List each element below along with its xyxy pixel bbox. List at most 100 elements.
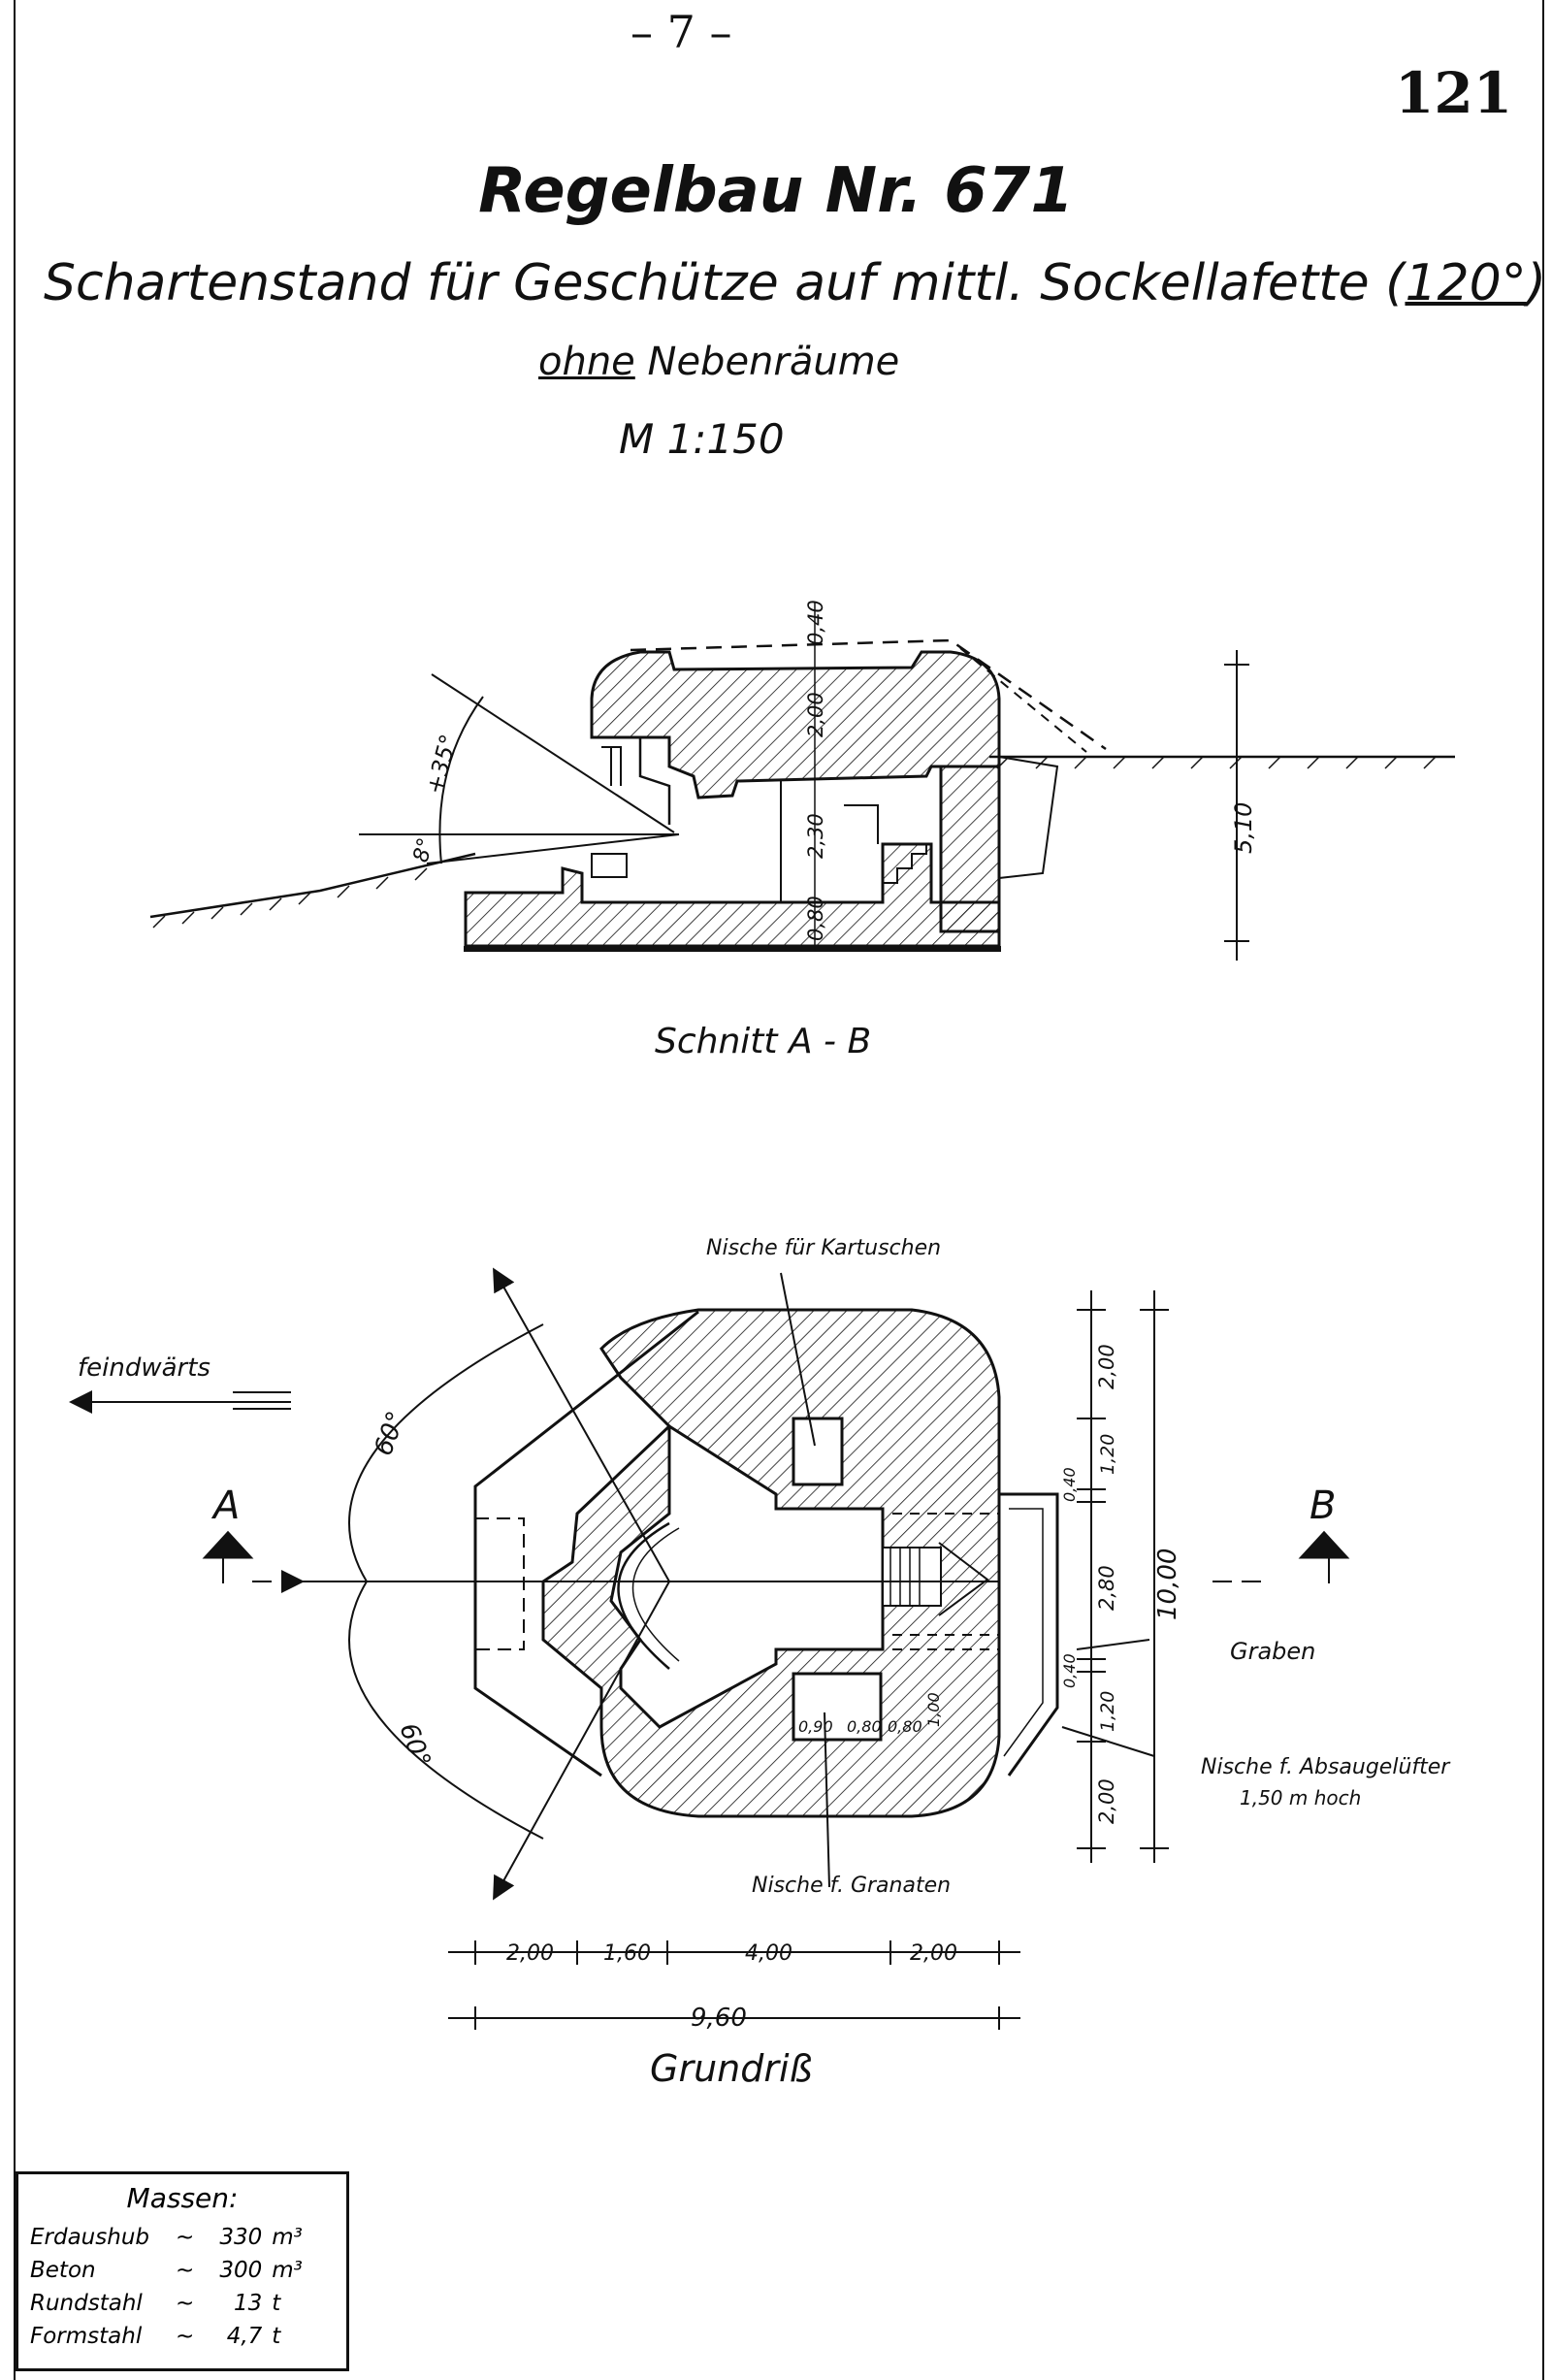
section-angle-down: 8° — [409, 835, 439, 865]
bunker-roof — [590, 650, 1001, 799]
plan-dim-right-6: 2,00 — [1095, 1778, 1118, 1824]
quantity-row: Rundstahl ~13 t — [30, 2291, 310, 2316]
quantity-name: Formstahl — [30, 2324, 143, 2349]
quantity-approx: ~ — [176, 2225, 195, 2250]
leader-cartridges — [780, 1272, 816, 1447]
sheet-border-left — [14, 0, 16, 2380]
elevation-arc — [438, 696, 484, 864]
page-number: – 7 – — [630, 6, 732, 58]
traverse-ray-up — [493, 1267, 670, 1582]
plan-dim-right-0: 2,00 — [1095, 1344, 1118, 1389]
section-dim-230: 2,30 — [804, 813, 827, 859]
quantity-name: Beton — [30, 2258, 96, 2283]
plan-dim-overall-width-label: 9,60 — [691, 2004, 747, 2033]
plan-stair — [882, 1547, 942, 1607]
quantities-title: Massen: — [126, 2182, 239, 2214]
marker-a-label: A — [210, 1483, 240, 1528]
marker-b-symbol — [1298, 1530, 1350, 1559]
section-dim-040: 0,40 — [804, 600, 827, 645]
niche-dim-1: 0,80 — [847, 1717, 882, 1736]
quantity-approx: ~ — [176, 2324, 195, 2349]
sheet-border-right — [1542, 0, 1544, 2380]
niche-grenades-label: Nische f. Granaten — [752, 1874, 951, 1898]
niche-grenades-box — [792, 1672, 883, 1742]
drawing-scale: M 1:150 — [619, 415, 785, 463]
section-dim-080: 0,80 — [804, 896, 827, 941]
niche-ventilator-label-1: Nische f. Absaugelüfter — [1201, 1755, 1451, 1779]
plan-caption: Grundriß — [650, 2047, 813, 2090]
plan-embrasure — [473, 1310, 699, 1777]
angle-upper-label: 60° — [369, 1408, 411, 1460]
plan-dim-right-3: 2,80 — [1095, 1565, 1118, 1611]
plan-dim-bottom-3: 2,00 — [910, 1941, 957, 1966]
quantity-value: 330 — [219, 2225, 263, 2250]
plan-dim-overall-width — [448, 2006, 1020, 2030]
quantity-row: Formstahl ~4,7 t — [30, 2324, 310, 2349]
quantity-unit: t — [272, 2291, 281, 2316]
section-dim-200: 2,00 — [804, 692, 827, 737]
quantity-name: Rundstahl — [30, 2291, 143, 2316]
plan-dim-chain-bottom — [448, 1940, 1020, 1965]
enemy-direction-label: feindwärts — [78, 1353, 210, 1383]
subtitle-2: ohne Nebenräume — [538, 340, 899, 384]
section-view — [149, 602, 1455, 961]
trench-label: Graben — [1230, 1638, 1315, 1665]
niche-dim-0: 0,90 — [798, 1717, 833, 1736]
bunker-floor — [464, 842, 1001, 948]
subtitle-2-underlined: ohne — [538, 340, 635, 384]
stair — [883, 844, 927, 884]
quantity-unit: m³ — [272, 2225, 303, 2250]
plan-dim-right-5: 1,20 — [1097, 1691, 1118, 1732]
niche-cartridges-label: Nische für Kartuschen — [706, 1236, 941, 1260]
embrasure — [592, 735, 671, 825]
subtitle-2-rest: Nebenräume — [647, 340, 900, 384]
section-angle-up: +35° — [421, 732, 463, 798]
niche-dim-2: 0,80 — [888, 1717, 922, 1736]
rear-trench — [998, 756, 1059, 879]
plan-dim-bottom-0: 2,00 — [506, 1941, 554, 1966]
subtitle: Schartenstand für Geschütze auf mittl. S… — [44, 254, 1547, 312]
plan-dim-bottom-2: 4,00 — [745, 1941, 792, 1966]
sheet-number: 121 — [1395, 60, 1513, 126]
leader-ventilator — [1061, 1726, 1155, 1757]
marker-b-label: B — [1310, 1483, 1336, 1528]
plan-dim-overall-depth — [1140, 1290, 1169, 1863]
quantity-unit: t — [272, 2324, 281, 2349]
angle-lower-label: 60° — [393, 1719, 436, 1772]
leader-grenades — [824, 1712, 830, 1888]
quantity-value: 13 — [234, 2291, 263, 2316]
section-dim-right — [1224, 650, 1249, 961]
plan-view — [69, 1267, 1350, 2030]
ground-hatching — [152, 756, 1437, 929]
leader-trench — [1076, 1639, 1150, 1650]
traverse-ray-down — [493, 1581, 670, 1901]
section-caption: Schnitt A - B — [655, 1022, 872, 1061]
elevation-line-up — [431, 673, 675, 833]
quantity-approx: ~ — [176, 2291, 195, 2316]
subtitle-main: Schartenstand für Geschütze auf mittl. S… — [44, 254, 1370, 312]
quantity-value: 300 — [219, 2258, 263, 2283]
traverse-arc — [348, 1323, 544, 1840]
plan-dim-bottom-1: 1,60 — [603, 1941, 651, 1966]
earth-cover — [630, 638, 1107, 751]
niche-cartridges-box — [792, 1417, 844, 1486]
section-dim-510: 5,10 — [1230, 802, 1257, 854]
gun-mount-arc — [617, 1521, 670, 1670]
page-title: Regelbau Nr. 671 — [478, 155, 1074, 227]
marker-a-symbol — [202, 1530, 254, 1559]
ground-line-left — [149, 852, 476, 919]
plan-trench-wall — [999, 1492, 1059, 1777]
subtitle-angle: 120° — [1405, 254, 1527, 312]
plan-dim-overall-depth-label: 10,00 — [1153, 1549, 1182, 1620]
quantity-name: Erdaushub — [30, 2225, 149, 2250]
plan-interior — [609, 1423, 885, 1729]
plan-dim-right-2: 0,40 — [1060, 1467, 1079, 1502]
plan-dim-chain-right — [1077, 1290, 1106, 1863]
quantity-approx: ~ — [176, 2258, 195, 2283]
niche-dim-3: 1,00 — [924, 1692, 943, 1727]
quantity-value: 4,7 — [226, 2324, 263, 2349]
